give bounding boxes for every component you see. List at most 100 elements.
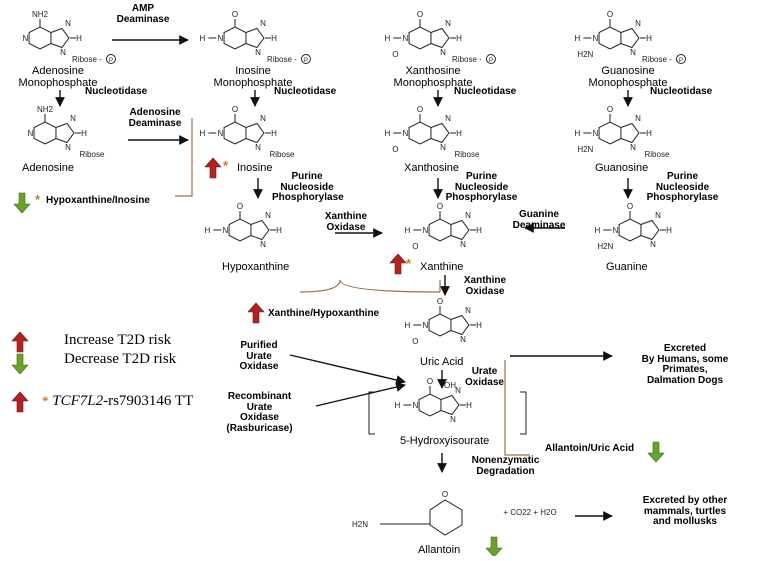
gmp-label: Guanosine Monophosphate xyxy=(588,65,668,89)
uric-acid-label: Uric Acid xyxy=(420,356,464,368)
struct-gmp-phosphate-icon xyxy=(675,54,686,64)
struct-hydroxyisourate-n1: N xyxy=(412,401,418,410)
struct-uric-acid-n7: N xyxy=(465,306,471,315)
struct-allantoin-h2n: H2N xyxy=(352,520,368,529)
increase-arrow-xanthine-hypoxanthine xyxy=(247,302,265,324)
guanosine-label: Guanosine xyxy=(595,162,649,174)
enzyme-nucleotidase-3: Nucleotidase xyxy=(454,86,517,97)
hydroxyisourate-bracket-left xyxy=(368,391,375,435)
adenosine-label: Adenosine xyxy=(22,162,74,174)
excreted-others-note: Excreted by other mammals, turtles and m… xyxy=(642,495,728,527)
allantoin-label: Allantoin xyxy=(418,544,461,556)
struct-uric-acid-top: O xyxy=(437,297,443,306)
struct-guanine-left: H xyxy=(594,226,600,235)
struct-amp-ribose: Ribose - xyxy=(72,55,102,64)
struct-imp-top: O xyxy=(232,10,238,19)
struct-guanosine-left: H xyxy=(574,129,580,138)
struct-xmp-top: O xyxy=(417,10,423,19)
struct-amp-n1: N xyxy=(22,34,28,43)
enzyme-pnp-1: Purine Nucleoside Phosphorylase xyxy=(272,171,344,203)
struct-guanine-n9: N xyxy=(650,240,656,249)
ratio-xanthine-hypoxanthine: Xanthine/Hypoxanthine xyxy=(268,308,380,319)
legend-gene: TCF7L2 xyxy=(52,393,104,409)
struct-xanthine-bl: O xyxy=(412,242,418,251)
struct-hypoxanthine-n7: N xyxy=(265,211,271,220)
nonenzymatic-degradation-label: Nonenzymatic Degradation xyxy=(471,455,540,477)
struct-imp-phosphate-icon xyxy=(300,54,311,64)
decrease-arrow-hypoxanthine-inosine xyxy=(13,192,31,214)
struct-xanthosine-left: H xyxy=(384,129,390,138)
struct-guanine-n1: N xyxy=(612,226,618,235)
struct-hydroxyisourate-top: O xyxy=(427,377,433,386)
enzyme-nucleotidase-4: Nucleotidase xyxy=(650,86,713,97)
struct-gmp-top: O xyxy=(607,10,613,19)
struct-uric-acid-left: H xyxy=(404,321,410,330)
ratio-hypoxanthine-inosine: Hypoxanthine/Inosine xyxy=(46,195,150,206)
enzyme-pnp-2: Purine Nucleoside Phosphorylase xyxy=(445,171,518,203)
legend-asterisk: * xyxy=(42,393,49,408)
xanthosine-label: Xanthosine xyxy=(404,162,460,174)
struct-gmp-n7: N xyxy=(635,19,641,28)
struct-inosine-top: O xyxy=(232,105,238,114)
xmp-label: Xanthosine Monophosphate xyxy=(393,65,473,89)
legend-snp-label: * TCF7L2-rs7903146 TT xyxy=(42,393,194,410)
struct-amp-phosphate-text: P xyxy=(109,58,113,64)
struct-guanosine-ribose: Ribose xyxy=(645,150,670,159)
decrease-arrow-allantoin-uric-acid xyxy=(647,441,665,463)
struct-adenosine-n7: N xyxy=(70,114,76,123)
struct-gmp-phosphate-text: P xyxy=(679,58,683,64)
legend-snp-arrow xyxy=(11,391,29,413)
struct-xanthosine-top: O xyxy=(417,105,423,114)
struct-xmp-n7: N xyxy=(445,19,451,28)
enzyme-xanthine-oxidase-2: Xanthine Oxidase xyxy=(463,275,507,297)
bracket-inosine-hypoxanthine xyxy=(175,118,193,197)
struct-xmp-phosphate-text: P xyxy=(489,58,493,64)
struct-hydroxyisourate-h8: H xyxy=(466,401,472,410)
ratio-allantoin-uric-acid: Allantoin/Uric Acid xyxy=(545,443,635,454)
struct-xanthine-n7: N xyxy=(465,211,471,220)
struct-guanosine-top: O xyxy=(607,105,613,114)
struct-adenosine-h8: H xyxy=(81,129,87,138)
hydroxyisourate-bracket-right xyxy=(520,391,527,435)
bracket-xanthine-hypoxanthine xyxy=(299,279,441,293)
struct-imp-n1: N xyxy=(217,34,223,43)
struct-inosine-n7: N xyxy=(260,114,266,123)
increase-arrow-inosine xyxy=(204,157,222,179)
legend-snp: -rs7903146 TT xyxy=(103,393,194,409)
struct-adenosine-ribose: Ribose xyxy=(80,150,105,159)
struct-gmp-h8: H xyxy=(646,34,652,43)
struct-hypoxanthine-n9: N xyxy=(260,240,266,249)
struct-gmp-ribose: Ribose - xyxy=(642,55,672,64)
struct-gmp-n1: N xyxy=(592,34,598,43)
struct-imp-n9: N xyxy=(255,48,261,57)
excreted-humans-note: Excreted By Humans, some Primates, Dalma… xyxy=(641,343,729,386)
struct-xanthine-n1: N xyxy=(422,226,428,235)
enzyme-recombinant-urate-oxidase: Recombinant Urate Oxidase (Rasburicase) xyxy=(226,391,293,434)
legend-increase-label: Increase T2D risk xyxy=(64,332,172,348)
struct-hypoxanthine-h8: H xyxy=(276,226,282,235)
bracket-allantoin-uric-acid xyxy=(504,360,530,456)
legend-increase-arrow xyxy=(11,331,29,353)
struct-amp-phosphate-icon xyxy=(105,54,116,64)
struct-amp-top: NH2 xyxy=(32,10,49,19)
imp-label: Inosine Monophosphate xyxy=(213,65,293,89)
struct-xanthine-h8: H xyxy=(476,226,482,235)
enzyme-urate-oxidase: Urate Oxidase xyxy=(465,366,504,388)
struct-guanosine-n7: N xyxy=(635,114,641,123)
struct-uric-acid-n1: N xyxy=(422,321,428,330)
struct-guanosine-n9: N xyxy=(630,143,636,152)
struct-xanthine-left: H xyxy=(404,226,410,235)
struct-xmp-h8: H xyxy=(456,34,462,43)
struct-adenosine-n1: N xyxy=(27,129,33,138)
legend-decrease-arrow xyxy=(11,353,29,375)
struct-xmp-n9: N xyxy=(440,48,446,57)
asterisk-xanthine: * xyxy=(406,256,412,271)
